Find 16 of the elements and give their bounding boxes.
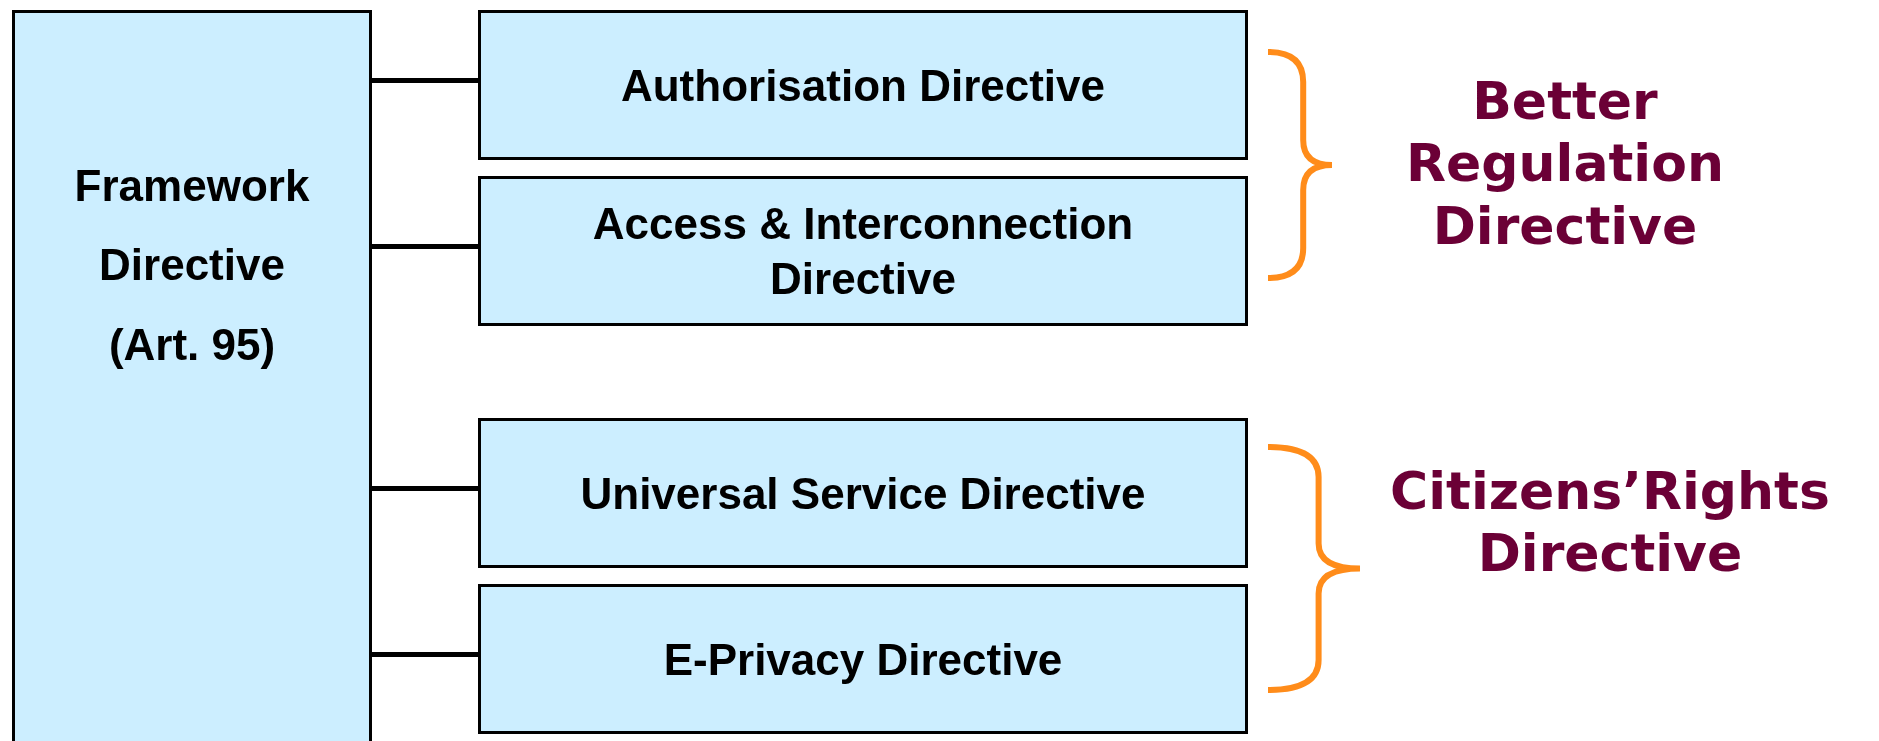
node-label: Universal Service Directive [579,467,1147,520]
connector-line [372,78,478,83]
directive-box [478,10,1248,160]
node-label: Access & Interconnection Directive [591,198,1135,305]
connector-line [372,244,478,249]
directive-box [478,418,1248,568]
directive-box [478,584,1248,734]
node-label: E-Privacy Directive [662,633,1064,686]
node-label: Authorisation Directive [619,59,1107,112]
framework-box [12,10,372,741]
connector-line [372,652,478,657]
node-label: Framework Directive (Art. 95) [73,160,311,371]
group-label: Better Regulation Directive [1405,70,1725,258]
group-label: Citizens’Rights Directive [1389,460,1831,585]
directive-box [478,176,1248,326]
connector-line [372,486,478,491]
